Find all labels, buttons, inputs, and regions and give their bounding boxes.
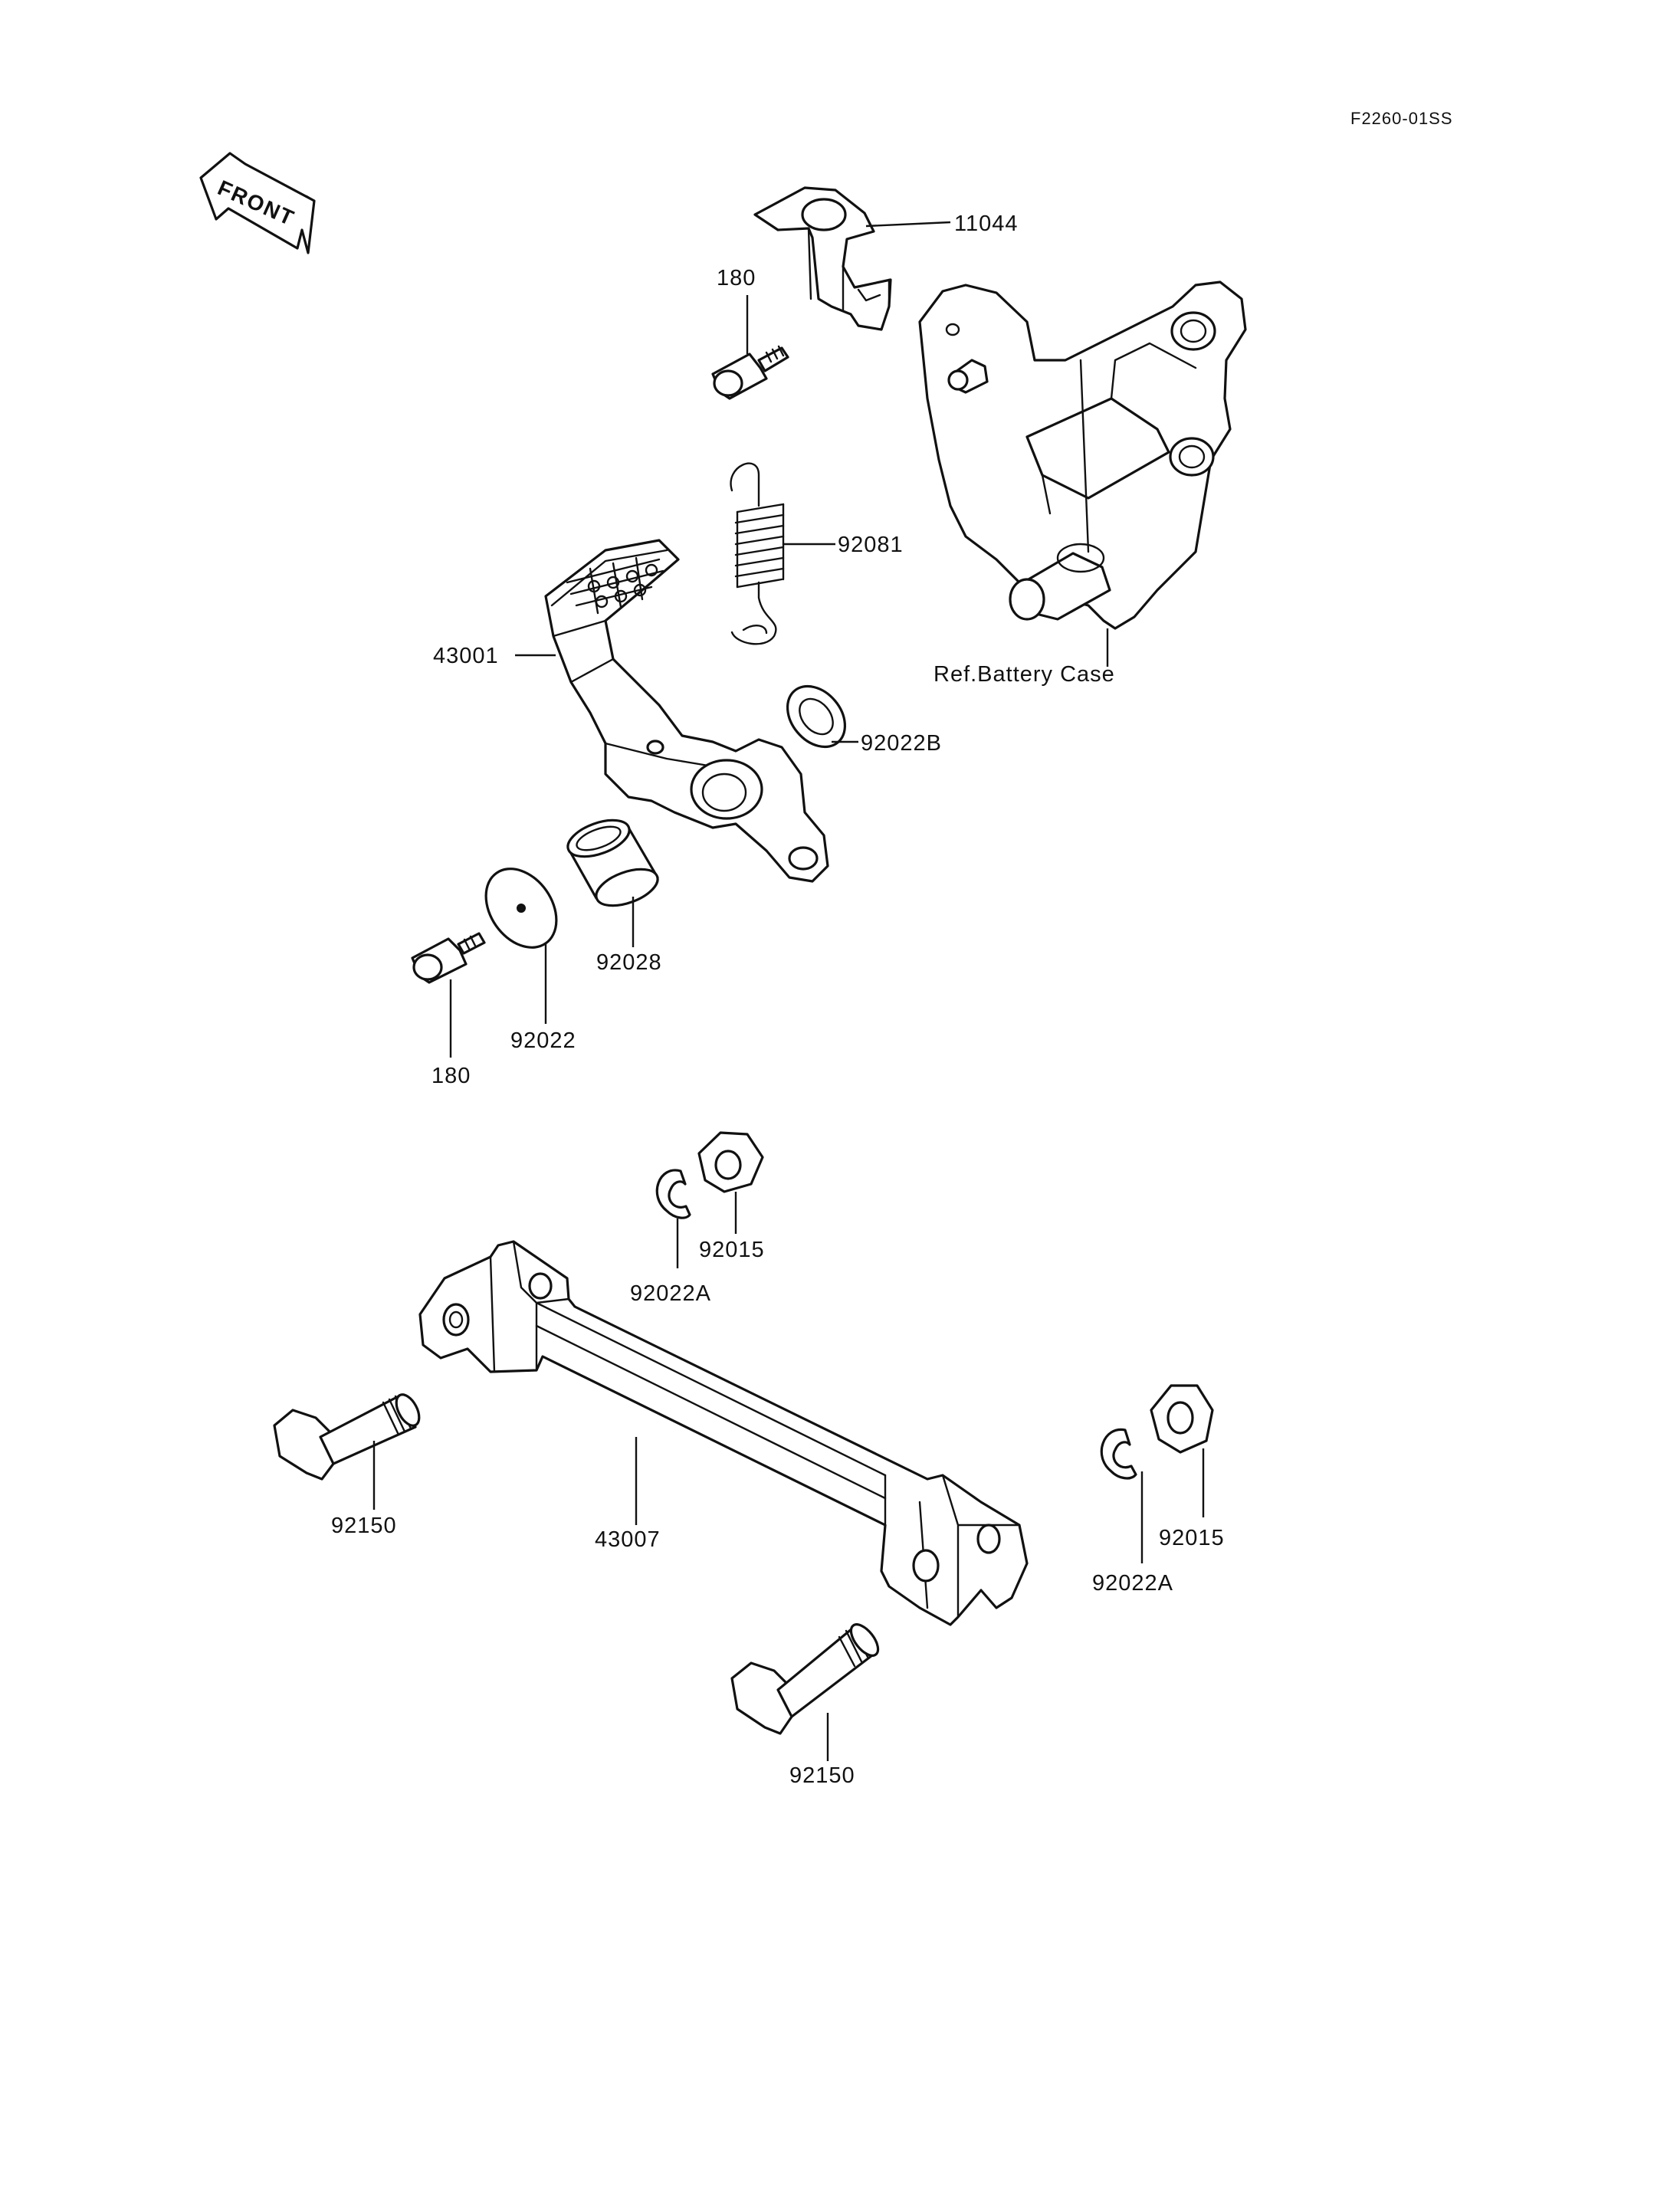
label-collar: 92028 xyxy=(596,950,662,975)
label-pin-bottom: 92150 xyxy=(789,1763,855,1788)
bolt-top-part xyxy=(711,345,789,400)
bracket-part xyxy=(753,186,892,331)
battery-case-part xyxy=(918,280,1247,630)
label-spring: 92081 xyxy=(838,533,904,557)
nut-top-part xyxy=(697,1131,764,1193)
label-bolt-bottom: 180 xyxy=(431,1064,471,1088)
washer-part xyxy=(484,868,558,949)
drawing-code: F2260-01SS xyxy=(1350,109,1453,128)
collar-part xyxy=(566,818,659,907)
label-battery-case: Ref.Battery Case xyxy=(934,662,1115,687)
washer-b-part xyxy=(786,684,847,749)
label-bolt-top: 180 xyxy=(717,266,756,290)
label-circlip-right: 92022A xyxy=(1092,1571,1173,1596)
label-circlip-top: 92022A xyxy=(630,1281,711,1306)
circlip-top-part xyxy=(655,1169,691,1219)
rod-part xyxy=(418,1240,1029,1626)
nut-right-part xyxy=(1150,1384,1214,1454)
brake-pedal-part xyxy=(544,539,829,883)
label-washer-b: 92022B xyxy=(861,731,942,756)
label-rod: 43007 xyxy=(595,1527,661,1552)
leader-bracket xyxy=(865,221,951,228)
label-nut-right: 92015 xyxy=(1159,1526,1225,1550)
front-arrow-icon: FRONT xyxy=(199,152,316,254)
label-pin-left: 92150 xyxy=(331,1514,397,1538)
circlip-right-part xyxy=(1100,1428,1137,1480)
label-brake-pedal: 43001 xyxy=(433,644,499,668)
pin-left-part xyxy=(273,1393,421,1481)
label-washer: 92022 xyxy=(510,1028,576,1053)
spring-part xyxy=(730,462,785,645)
label-bracket: 11044 xyxy=(954,212,1019,236)
bolt-bottom-part xyxy=(411,932,486,984)
pin-bottom-part xyxy=(730,1623,880,1735)
label-nut-top: 92015 xyxy=(699,1238,765,1262)
